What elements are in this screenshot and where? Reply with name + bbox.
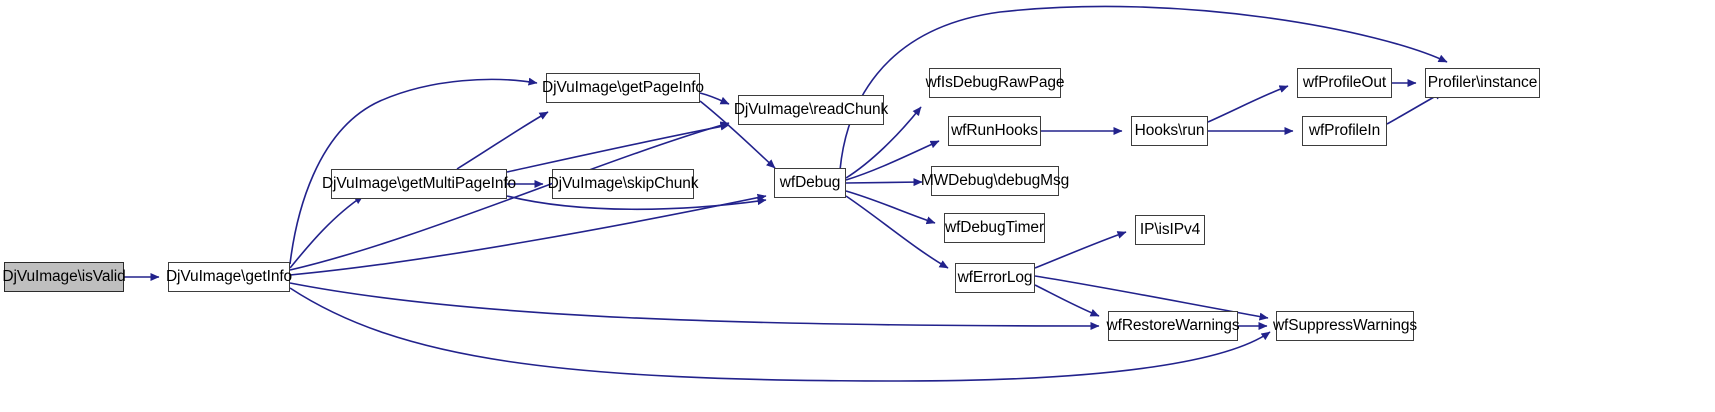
- edge-wfdebug-wferrorlog: [845, 195, 949, 269]
- graph-node-label: DjVuImage\readChunk: [733, 101, 889, 119]
- graph-node-label: wfErrorLog: [957, 269, 1033, 287]
- graph-node-label: wfIsDebugRawPage: [925, 74, 1065, 92]
- edge-getpageinfo-readchunk: [699, 92, 730, 105]
- edge-getinfo-wfdebug: [289, 193, 767, 276]
- edge-wfdebug-wfrunhooks: [845, 140, 940, 181]
- edge-getinfo-wfsuppresswarnings: [289, 287, 1271, 382]
- edge-wferrorlog-wfsuppresswarnings: [1034, 275, 1269, 321]
- graph-node-wfrestorewarnings[interactable]: wfRestoreWarnings: [1107, 311, 1240, 341]
- graph-node-label: DjVuImage\isValid: [2, 268, 126, 286]
- edge-wferrorlog-wfrestorewarnings: [1034, 284, 1100, 317]
- graph-node-label: wfRestoreWarnings: [1106, 317, 1240, 335]
- graph-node-hooksrun[interactable]: Hooks\run: [1131, 116, 1208, 146]
- graph-node-readchunk[interactable]: DjVuImage\readChunk: [734, 95, 888, 125]
- graph-node-mwdebugdebugmsg[interactable]: MWDebug\debugMsg: [921, 166, 1069, 196]
- edge-getmultipageinfo-wfdebug: [506, 195, 767, 211]
- graph-node-label: wfRunHooks: [951, 122, 1038, 140]
- graph-node-label: Hooks\run: [1134, 122, 1205, 140]
- graph-node-label: wfDebugTimer: [945, 219, 1045, 237]
- graph-node-getpageinfo[interactable]: DjVuImage\getPageInfo: [542, 73, 704, 103]
- graph-node-getmultipageinfo[interactable]: DjVuImage\getMultiPageInfo: [322, 169, 516, 199]
- edge-getinfo-readchunk: [289, 121, 730, 271]
- graph-node-wfrunhooks[interactable]: wfRunHooks: [948, 116, 1041, 146]
- graph-node-wfdebug[interactable]: wfDebug: [774, 168, 846, 198]
- edge-getinfo-getpageinfo: [289, 77, 538, 265]
- graph-node-label: Profiler\instance: [1427, 74, 1538, 92]
- graph-node-label: DjVuImage\getInfo: [165, 268, 293, 286]
- graph-node-label: IP\isIPv4: [1139, 221, 1201, 239]
- graph-node-label: wfDebug: [779, 174, 841, 192]
- graph-node-label: MWDebug\debugMsg: [920, 172, 1070, 190]
- graph-node-wfprofileout[interactable]: wfProfileOut: [1297, 68, 1392, 98]
- edge-wferrorlog-ipisipv4: [1034, 231, 1127, 269]
- graph-node-label: wfSuppressWarnings: [1272, 317, 1418, 335]
- edge-getinfo-getmultipageinfo: [289, 195, 364, 269]
- graph-node-ipisipv4[interactable]: IP\isIPv4: [1135, 215, 1205, 245]
- edge-wfdebug-mwdebugdebugmsg: [845, 178, 923, 187]
- graph-node-getinfo[interactable]: DjVuImage\getInfo: [166, 262, 292, 292]
- graph-node-isvalid[interactable]: DjVuImage\isValid: [2, 262, 126, 292]
- graph-node-wfisdebugrawpage[interactable]: wfIsDebugRawPage: [926, 68, 1065, 98]
- graph-node-profilerinstance[interactable]: Profiler\instance: [1425, 68, 1540, 98]
- graph-node-label: DjVuImage\getMultiPageInfo: [321, 175, 517, 193]
- edge-wfdebug-wfisdebugrawpage: [845, 106, 922, 179]
- graph-node-skipchunk[interactable]: DjVuImage\skipChunk: [548, 169, 699, 199]
- graph-node-wfprofilein[interactable]: wfProfileIn: [1302, 116, 1387, 146]
- graph-node-label: DjVuImage\getPageInfo: [542, 79, 704, 97]
- graph-node-wfdebugtimer[interactable]: wfDebugTimer: [944, 213, 1045, 243]
- edge-getmultipageinfo-getpageinfo: [456, 111, 549, 170]
- edge-wfdebug-wfdebugtimer: [845, 190, 936, 225]
- edge-getinfo-wfrestorewarnings: [289, 282, 1100, 330]
- edge-getpageinfo-wfdebug: [699, 100, 776, 169]
- edge-hooksrun-wfprofileout: [1207, 85, 1289, 123]
- graph-node-wferrorlog[interactable]: wfErrorLog: [955, 263, 1035, 293]
- edge-getmultipageinfo-readchunk: [506, 122, 730, 173]
- graph-node-label: DjVuImage\skipChunk: [547, 175, 699, 193]
- graph-node-wfsuppresswarnings[interactable]: wfSuppressWarnings: [1273, 311, 1417, 341]
- graph-node-label: wfProfileIn: [1308, 122, 1381, 140]
- graph-node-label: wfProfileOut: [1302, 74, 1387, 92]
